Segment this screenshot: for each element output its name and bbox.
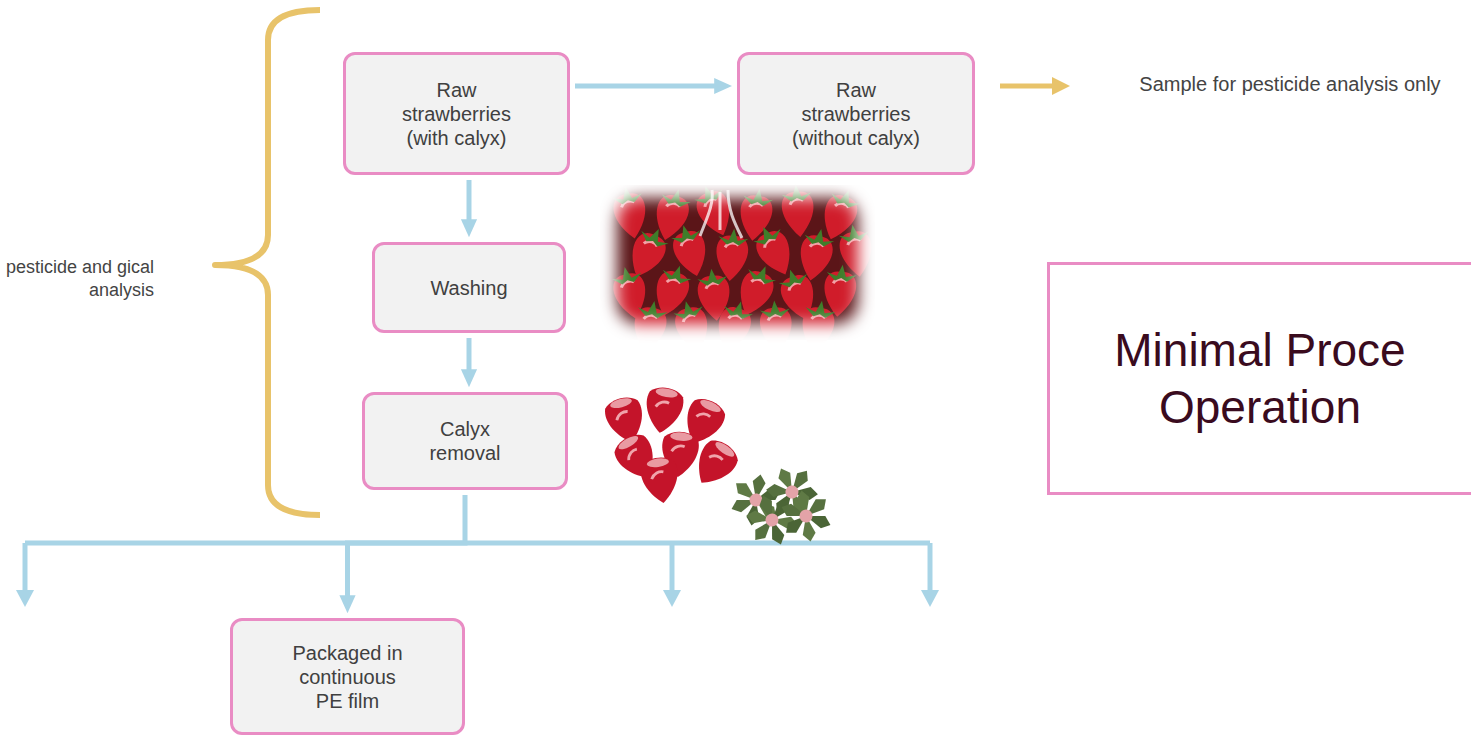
strawberry	[798, 298, 837, 355]
calyx-pile	[726, 456, 842, 553]
box-label: Packaged in continuous PE film	[288, 641, 408, 713]
branch-stub	[670, 543, 675, 592]
process-box: Calyx removal	[362, 392, 568, 490]
process-box: Raw strawberries (with calyx)	[343, 52, 570, 175]
strawberry	[642, 385, 686, 436]
note-label: pesticide and gical analysis	[4, 256, 154, 301]
sample-arrow-head	[1052, 77, 1070, 95]
strawberry	[668, 221, 712, 280]
note-label: Sample for pesticide analysis only	[1135, 72, 1445, 97]
strawberry	[687, 435, 743, 493]
branch-stub	[928, 543, 933, 592]
calyx	[770, 480, 843, 553]
strawberry	[639, 455, 682, 505]
process-box: Raw strawberries (without calyx)	[737, 52, 975, 175]
box-label: Raw strawberries (without calyx)	[786, 78, 926, 150]
curly-bracket	[215, 10, 320, 515]
washing-photo	[600, 181, 875, 357]
box-label: Washing	[430, 276, 507, 300]
branch-head	[16, 590, 34, 607]
hulled-strawberries	[602, 385, 743, 506]
branch-bus	[25, 541, 930, 546]
box-label: Calyx removal	[420, 417, 510, 465]
flow-arrow	[575, 84, 716, 89]
sample-arrow-shaft	[1000, 84, 1053, 89]
strawberry	[780, 183, 816, 238]
strawberry	[630, 298, 670, 355]
strawberry	[711, 297, 756, 356]
strawberry	[714, 227, 750, 282]
branch-head	[663, 590, 681, 607]
strawberry	[670, 297, 713, 356]
branch-head	[921, 590, 939, 607]
flow-arrow	[467, 338, 472, 371]
sample-arrow	[1000, 77, 1070, 95]
strawberry	[758, 299, 793, 354]
calyx	[739, 487, 805, 553]
box-label: Raw strawberries (with calyx)	[394, 78, 519, 150]
process-box: Packaged in continuous PE film	[230, 618, 465, 735]
title-frame: Minimal Proce Operation	[1047, 262, 1471, 495]
flow-arrow	[348, 495, 466, 597]
water-splash	[700, 190, 742, 238]
flow-arrow	[467, 180, 472, 221]
strawberry	[610, 184, 650, 241]
process-box: Washing	[372, 242, 566, 333]
title-text: Minimal Proce Operation	[1070, 322, 1450, 434]
branch-lines	[16, 543, 939, 607]
branch-stub	[23, 543, 28, 592]
